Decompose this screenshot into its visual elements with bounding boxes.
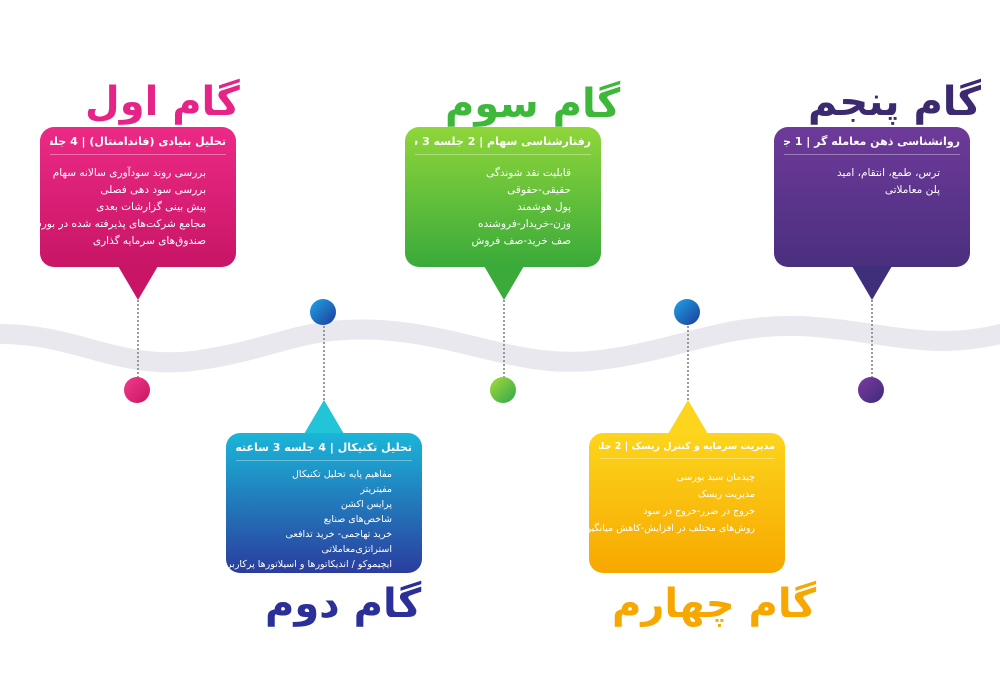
step5-card: روانشناسی ذهن معامله گر | 1 جلسه 3 ساعته… — [774, 127, 970, 267]
list-item: ایچیموکو / اندیکاتورها و اسیلاتورها پرکا… — [222, 559, 392, 570]
list-item: مفیتریتر — [360, 484, 392, 495]
step3-connector — [503, 300, 505, 378]
list-item: وزن-خریدار-فروشنده — [478, 218, 571, 230]
step5-node — [858, 377, 884, 403]
step4-node — [674, 299, 700, 325]
step1-card: تحلیل بنیادی (فاندامنتال) | 4 جلسه 3 ساع… — [28, 127, 236, 267]
step4-title: گام چهارم — [612, 581, 817, 627]
list-item: بررسی روند سودآوری سالانه سهام — [52, 167, 206, 179]
list-item: استراتژی‌معاملاتی — [321, 544, 392, 555]
list-item: شاخص‌های صنایع — [323, 514, 392, 525]
list-item: پول هوشمند — [517, 201, 571, 213]
step5-pointer — [852, 266, 892, 300]
step2-connector — [323, 326, 325, 400]
list-item: صندوق‌های سرمایه گذاری — [92, 235, 206, 247]
step3-node — [490, 377, 516, 403]
list-item: پرایس اکشن — [340, 499, 392, 510]
list-item: پلن معاملاتی — [884, 184, 940, 196]
step4-card: مدیریت سرمایه و کنترل ریسک | 2 جلسه 3 سا… — [584, 433, 785, 573]
list-item: صف خرید-صف فروش — [471, 235, 571, 247]
list-item: پیش بینی گزارشات بعدی — [96, 201, 206, 213]
step3-title: گام سوم — [445, 81, 621, 127]
list-item: حقیقی-حقوقی — [507, 184, 571, 196]
step2-card-header: تحلیل تکنیکال | 4 جلسه 3 ساعته — [236, 441, 412, 461]
list-item: خرید تهاجمی- خرید تدافعی — [285, 529, 393, 540]
step1-title: گام اول — [85, 79, 240, 125]
step4-card-header: مدیریت سرمایه و کنترل ریسک | 2 جلسه 3 سا… — [599, 441, 775, 459]
step5-title: گام پنجم — [808, 79, 982, 125]
list-item: بررسی سود دهی فصلی — [100, 184, 206, 196]
step2-item-list: مفاهیم پایه تحلیل تکنیکال مفیتریتر پرایس… — [222, 467, 412, 572]
step1-connector — [137, 300, 139, 378]
list-item: خروج در ضرر-خروج در سود — [643, 506, 755, 517]
step1-node — [124, 377, 150, 403]
step5-item-list: ترس، طمع، انتقام، امید پلن معاملاتی — [784, 165, 960, 199]
step3-item-list: قابلیت نقد شوندگی حقیقی-حقوقی پول هوشمند… — [415, 165, 591, 250]
step3-card-header: رفتارشناسی سهام | 2 جلسه 3 ساعته — [415, 135, 591, 155]
list-item: روش‌های مختلف در افزایش-کاهش میانگین — [584, 523, 755, 534]
step4-item-list: چیدمان سبد بورسی مدیریت ریسک خروج در ضرر… — [584, 469, 775, 537]
step3-pointer — [484, 266, 524, 300]
list-item: قابلیت نقد شوندگی — [486, 167, 571, 179]
step2-card: تحلیل تکنیکال | 4 جلسه 3 ساعته مفاهیم پا… — [222, 433, 422, 573]
step2-pointer — [304, 400, 344, 434]
list-item: مفاهیم پایه تحلیل تکنیکال — [292, 469, 392, 480]
list-item: چیدمان سبد بورسی — [676, 472, 755, 483]
step1-pointer — [118, 266, 158, 300]
list-item: مجامع شرکت‌های پذیرفته شده در بورس — [28, 218, 206, 230]
step5-connector — [871, 300, 873, 378]
step4-connector — [687, 326, 689, 400]
list-item: مدیریت ریسک — [697, 489, 755, 500]
step1-card-header: تحلیل بنیادی (فاندامنتال) | 4 جلسه 3 ساع… — [50, 135, 226, 155]
step5-card-header: روانشناسی ذهن معامله گر | 1 جلسه 3 ساعته — [784, 135, 960, 155]
step1-item-list: بررسی روند سودآوری سالانه سهام بررسی سود… — [28, 165, 226, 250]
step3-card: رفتارشناسی سهام | 2 جلسه 3 ساعته قابلیت … — [405, 127, 601, 267]
step2-title: گام دوم — [265, 581, 422, 627]
list-item: ترس، طمع، انتقام، امید — [837, 167, 940, 179]
step2-node — [310, 299, 336, 325]
step4-pointer — [668, 400, 708, 434]
